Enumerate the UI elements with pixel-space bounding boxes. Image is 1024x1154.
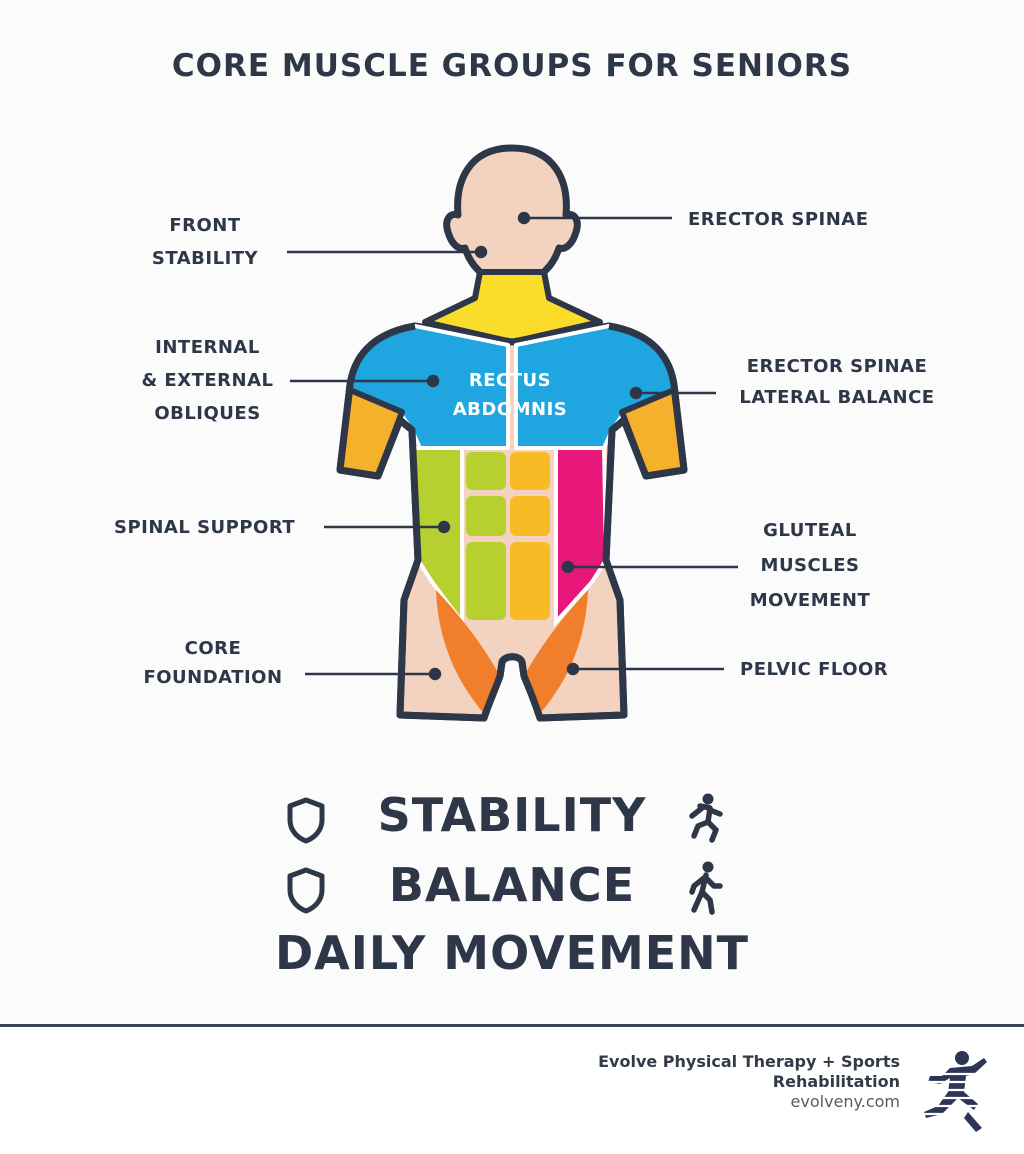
footer-divider [0, 1024, 1024, 1027]
left-hip-region [436, 590, 500, 716]
abs-grid [466, 452, 550, 620]
page-title: CORE MUSCLE GROUPS FOR SENIORS [171, 48, 853, 84]
shield-icon [287, 797, 325, 844]
right-hip-region [524, 590, 588, 716]
label-pelvic-floor: PELVIC FLOOR [740, 659, 889, 680]
walking-person-icon [689, 861, 723, 915]
benefit-daily-movement: DAILY MOVEMENT [274, 926, 750, 980]
runner-logo-icon [922, 1051, 987, 1132]
label-spinal-support: SPINAL SUPPORT [114, 517, 296, 538]
label-erector-spinae: ERECTOR SPINAE [688, 209, 869, 230]
shield-icon [287, 867, 325, 914]
brand-name-line1: Evolve Physical Therapy + Sports [598, 1052, 900, 1071]
brand-block: Evolve Physical Therapy + Sports Rehabil… [598, 1052, 900, 1112]
right-oblique-region [554, 446, 609, 628]
body-diagram [287, 144, 738, 722]
benefit-balance: BALANCE [388, 858, 636, 912]
footer [0, 1027, 1024, 1154]
running-person-icon [689, 793, 723, 843]
benefit-stability: STABILITY [377, 788, 647, 842]
brand-name-line2: Rehabilitation [772, 1072, 900, 1091]
head [443, 144, 581, 288]
leader-lines [287, 211, 738, 681]
brand-url[interactable]: evolveny.com [790, 1092, 900, 1111]
